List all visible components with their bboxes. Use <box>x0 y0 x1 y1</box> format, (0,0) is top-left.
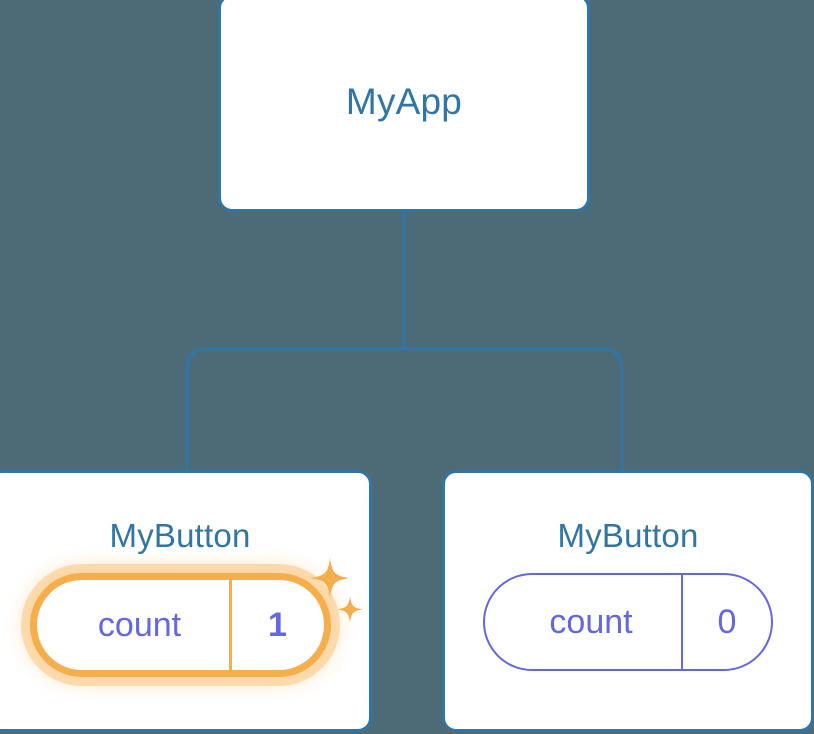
edge-to-child-1 <box>404 347 624 470</box>
edge-to-child-0 <box>185 347 404 470</box>
state-pill-1[interactable]: count 0 <box>483 573 773 671</box>
state-key-0: count <box>97 605 182 644</box>
state-key-1: count <box>549 602 633 641</box>
state-value-0: 1 <box>228 580 324 670</box>
state-pill-0[interactable]: count 1 <box>29 558 363 677</box>
node-myapp[interactable]: MyApp <box>218 0 590 212</box>
state-pill-wrap-0: count 1 <box>0 558 369 677</box>
node-mybutton-1[interactable]: MyButton count 0 <box>442 470 814 732</box>
state-pill-wrap-1: count 0 <box>445 573 811 671</box>
node-myapp-title: MyApp <box>345 81 463 122</box>
node-mybutton-0[interactable]: MyButton count 1 <box>0 470 372 732</box>
state-value-1: 0 <box>681 575 771 669</box>
node-mybutton-0-title: MyButton <box>109 517 251 554</box>
node-mybutton-1-title: MyButton <box>557 517 699 554</box>
